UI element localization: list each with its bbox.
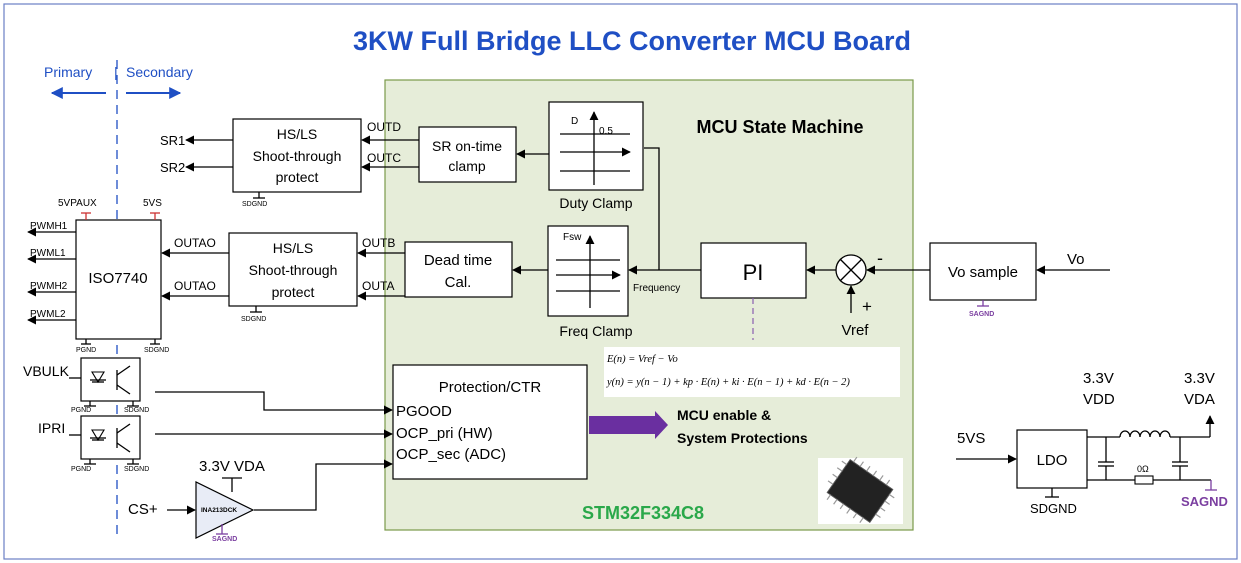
enable-line1: MCU enable & [677, 407, 771, 423]
protection-block [392, 364, 588, 480]
opto2-sdgnd: SDGND [124, 466, 149, 473]
pi-label: PI [743, 260, 764, 285]
vdd-voltage: 3.3V [1083, 370, 1114, 387]
pwml2-label: PWML2 [30, 309, 66, 320]
ldo-gnd-label: SDGND [1030, 501, 1077, 516]
mcu-state-machine-label: MCU State Machine [696, 117, 863, 137]
vo-sample-gnd: SAGND [969, 311, 994, 318]
pwmh1-label: PWMH1 [30, 221, 68, 232]
opto-coupler-vbulk [80, 357, 141, 402]
pwmh2-label: PWMH2 [30, 281, 68, 292]
duty-clamp-label: Duty Clamp [559, 195, 632, 211]
sr1-label: SR1 [160, 133, 185, 148]
sr2-label: SR2 [160, 160, 185, 175]
amp-gnd: SAGND [212, 536, 237, 543]
pgood-label: PGOOD [396, 403, 452, 420]
hsls-mid-block [228, 232, 358, 307]
mcu-enable-arrow [589, 411, 668, 439]
outer-frame [3, 3, 1238, 560]
ocp-sec-label: OCP_sec (ADC) [396, 446, 506, 463]
pin-outao-2: OUTAO [174, 279, 216, 293]
dead-time-line2: Cal. [445, 274, 472, 291]
duty-axis-label: D [571, 116, 578, 127]
sr-on-time-clamp-block [418, 126, 517, 183]
protection-title: Protection/CTR [439, 379, 542, 396]
dead-time-block [404, 241, 513, 298]
hsls-mid-line3: protect [272, 284, 315, 300]
ldo-agnd-label: SAGND [1181, 494, 1228, 509]
primary-label: Primary [44, 64, 92, 80]
pin-outc: OUTC [367, 151, 401, 165]
vo-sample-block [929, 242, 1037, 301]
ina213-label: INA213DCK [201, 507, 237, 514]
vo-sample-label: Vo sample [948, 264, 1018, 281]
opto1-sdgnd: SDGND [124, 407, 149, 414]
ipri-label: IPRI [38, 420, 65, 436]
dead-time-line1: Dead time [424, 252, 492, 269]
hsls-mid-gnd: SDGND [241, 316, 266, 323]
ldo-input-label: 5VS [957, 430, 985, 447]
amp-supply-label: 3.3V VDA [199, 458, 265, 475]
resistor-0ohm [1134, 475, 1154, 485]
vbulk-label: VBULK [23, 363, 70, 379]
equation-output: y(n) = y(n − 1) + kp · E(n) + ki · E(n −… [606, 377, 850, 388]
hsls-top-line3: protect [276, 169, 319, 185]
ina213-amplifier [195, 481, 255, 539]
supply-5vs: 5VS [143, 198, 162, 209]
pin-outao-1: OUTAO [174, 236, 216, 250]
duty-limit-label: 0.5 [599, 126, 613, 137]
hsls-mid-line1: HS/LS [273, 240, 313, 256]
sr-clamp-line1: SR on-time [432, 138, 502, 154]
hsls-mid-line2: Shoot-through [249, 262, 338, 278]
summer-minus: - [877, 248, 883, 268]
isolation-divider: | [114, 64, 118, 80]
iso-sdgnd: SDGND [144, 347, 169, 354]
secondary-label: Secondary [126, 64, 193, 80]
vda-voltage: 3.3V [1184, 370, 1215, 387]
vdd-label: VDD [1083, 391, 1115, 408]
vda-label: VDA [1184, 391, 1215, 408]
pin-outd: OUTD [367, 120, 401, 134]
hsls-top-line2: Shoot-through [253, 148, 342, 164]
duty-clamp-block [548, 101, 644, 191]
opto2-pgnd: PGND [71, 466, 91, 473]
opto1-pgnd: PGND [71, 407, 91, 414]
pin-outa: OUTA [362, 279, 394, 293]
summer-plus: + [862, 297, 872, 316]
ocp-pri-label: OCP_pri (HW) [396, 425, 493, 442]
freq-clamp-block [547, 225, 629, 317]
cs-plus-label: CS+ [128, 501, 158, 518]
vo-input-label: Vo [1067, 251, 1085, 268]
inductor-icon [1119, 430, 1171, 438]
enable-line2: System Protections [677, 430, 808, 446]
hsls-top-line1: HS/LS [277, 126, 317, 142]
pwml1-label: PWML1 [30, 248, 66, 259]
iso7740-chip [75, 219, 162, 340]
opto-coupler-ipri [80, 415, 141, 460]
freq-clamp-label: Freq Clamp [559, 323, 632, 339]
fsw-axis-label: Fsw [563, 232, 582, 243]
diagram-title: 3KW Full Bridge LLC Converter MCU Board [353, 26, 911, 56]
mcu-chip-icon [818, 456, 903, 524]
hsls-top-block [232, 118, 362, 193]
iso7740-label: ISO7740 [88, 270, 147, 287]
mcu-part-name: STM32F334C8 [582, 503, 704, 523]
vref-label: Vref [842, 322, 870, 339]
ldo-block [1016, 429, 1088, 489]
resistor-label: 0Ω [1137, 464, 1149, 474]
supply-5vpaux: 5VPAUX [58, 198, 97, 209]
ldo-label: LDO [1037, 452, 1068, 469]
frequency-label: Frequency [633, 283, 680, 294]
pid-equations [604, 347, 900, 397]
pin-outb: OUTB [362, 236, 395, 250]
iso-pgnd: PGND [76, 347, 96, 354]
equation-error: E(n) = Vref − Vo [606, 354, 678, 365]
sr-clamp-line2: clamp [448, 158, 486, 174]
hsls-top-gnd: SDGND [242, 201, 267, 208]
